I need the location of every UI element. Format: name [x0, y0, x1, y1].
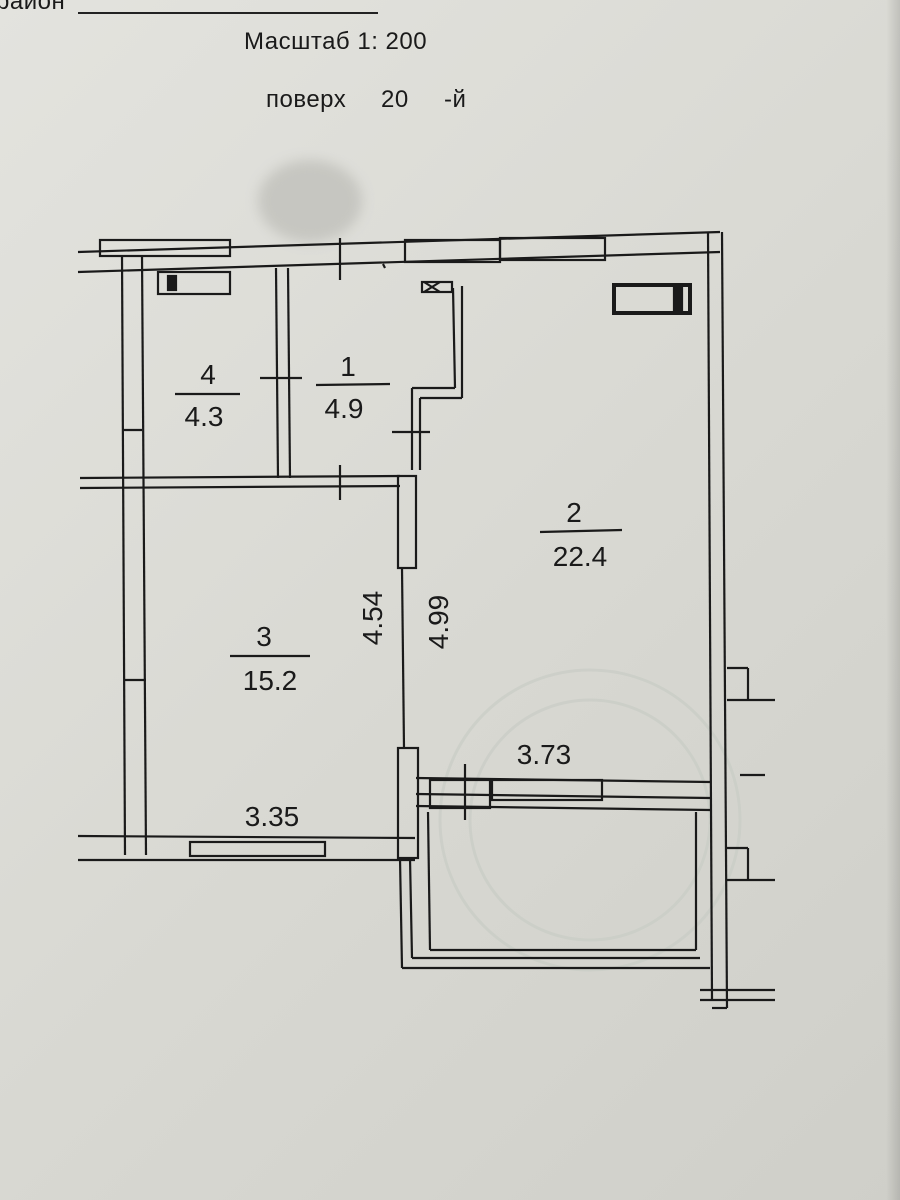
room4-area: 4.3 — [185, 401, 224, 432]
room2-area: 22.4 — [553, 541, 608, 572]
room3-number: 3 — [256, 621, 272, 652]
exterior-wall-top — [77, 230, 721, 274]
floor-suffix: -й — [444, 86, 467, 113]
exterior-wall-right — [706, 231, 775, 1009]
room3-width-dimension: 3.35 — [245, 801, 300, 832]
district-label: район — [0, 0, 66, 15]
radiator-room2 — [612, 283, 692, 315]
room2-width-dimension: 3.73 — [517, 739, 572, 770]
room1-number: 1 — [340, 351, 356, 382]
district-underline — [78, 12, 378, 14]
scale-label: Масштаб 1: 200 — [244, 28, 428, 55]
balcony-outline — [398, 811, 775, 1010]
door-marks — [260, 238, 467, 820]
floor-number: 20 — [381, 86, 409, 113]
radiator-room4 — [156, 270, 232, 296]
floor-label: поверх — [266, 86, 347, 113]
vent-symbol — [420, 280, 454, 294]
room2-number: 2 — [566, 497, 582, 528]
room1-area: 4.9 — [325, 393, 364, 424]
blurred-mark — [258, 160, 362, 242]
room4-number: 4 — [200, 359, 216, 390]
exterior-wall-left — [120, 254, 148, 856]
room1-fraction-bar — [315, 382, 391, 387]
room3-area: 15.2 — [243, 665, 298, 696]
room3-depth-dimension: 4.54 — [357, 591, 388, 646]
room2-depth-dimension: 4.99 — [423, 595, 454, 650]
interior-walls — [79, 263, 711, 860]
room2-fraction-bar — [539, 528, 623, 534]
paper-edge-shadow — [886, 0, 900, 1200]
exterior-wall-bottom — [77, 834, 416, 862]
